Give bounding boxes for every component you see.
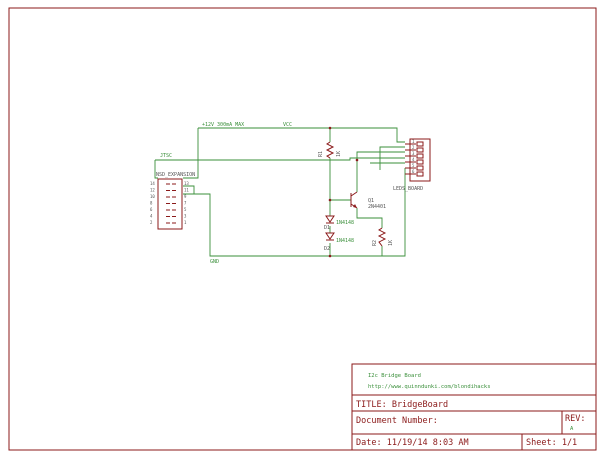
r2-name: R2 xyxy=(372,240,378,246)
header-right-pin-number: 5 xyxy=(412,163,415,168)
junction xyxy=(355,158,359,162)
header-right-body xyxy=(409,138,431,182)
title-block-frame xyxy=(351,363,597,451)
resistor-r1-symbol xyxy=(325,141,335,159)
header-left-pin-number: 1 xyxy=(184,220,187,225)
wire-q1-emitter xyxy=(356,208,383,228)
header-right-pin-box xyxy=(416,147,424,153)
d1-value: 1N4148 xyxy=(336,220,354,226)
sheet-frame xyxy=(8,7,597,451)
header-right-pin-box xyxy=(416,159,424,165)
diode-d1: 1N4148 D1 xyxy=(324,215,354,231)
header-right-pin-box xyxy=(416,171,424,177)
header-right-pin-number: 4 xyxy=(412,157,415,162)
header-left-pin-number: 13 xyxy=(184,181,189,186)
wires xyxy=(154,126,406,258)
project-name: I2c Bridge Board xyxy=(368,373,421,379)
title-block: I2c Bridge Board http://www.quinndunki.c… xyxy=(351,363,597,451)
resistor-r2: R2 1K xyxy=(372,227,394,247)
r1-value: 1K xyxy=(336,151,342,157)
net-label-vcc: VCC xyxy=(283,122,292,128)
header-right-pin-number: 6 xyxy=(412,169,415,174)
d1-triangle xyxy=(325,215,335,223)
header-right-pin-box xyxy=(416,141,424,147)
diode-d2: 1N4148 D2 xyxy=(324,232,354,252)
transistor-q1: Q1 2N4401 xyxy=(350,191,386,210)
net-label-jtsc: JTSC xyxy=(160,153,172,159)
q1-name: Q1 xyxy=(368,198,374,204)
net-label-gnd: GND xyxy=(210,259,219,265)
project-url: http://www.quinndunki.com/blondihacks xyxy=(368,384,491,390)
header-right-pin-number: 1 xyxy=(412,139,415,144)
wire-q1-collector xyxy=(356,151,405,192)
header-right-pin-box xyxy=(416,153,424,159)
sheet-date: Date: 11/19/14 8:03 AM xyxy=(356,438,469,448)
resistor-r1: R1 1K xyxy=(318,141,342,159)
q1-value: 2N4401 xyxy=(368,204,386,210)
sheet-number: Sheet: 1/1 xyxy=(526,438,577,448)
d2-value: 1N4148 xyxy=(336,238,354,244)
wire-jtsc-drop xyxy=(154,160,158,179)
header-right-pin-number: 2 xyxy=(412,145,415,150)
r2-value: 1K xyxy=(388,240,394,246)
header-left-pin-number: 4 xyxy=(150,214,153,219)
header-left-pin-number: 12 xyxy=(150,188,155,193)
header-left-pin-number: 5 xyxy=(184,207,187,212)
header-left-pin-number: 11 xyxy=(184,188,189,193)
header-left-pin-number: 8 xyxy=(150,201,153,206)
header-left-pin-number: 7 xyxy=(184,201,187,206)
header-right-pin-number: 3 xyxy=(412,151,415,156)
header-left-pin-number: 9 xyxy=(184,194,187,199)
d1-name: D1 xyxy=(324,225,330,231)
header-left-body xyxy=(157,178,183,230)
net-label-power: +12V 300mA MAX xyxy=(202,122,244,128)
wire-12v-bus xyxy=(198,127,405,143)
header-left-pin-number: 14 xyxy=(150,181,155,186)
rev-value: A xyxy=(570,426,574,432)
document-number: Document Number: xyxy=(356,416,438,426)
header-left-pin-number: 3 xyxy=(184,214,187,219)
header-left: NSD_EXPANSION 14 13 12 11 10 9 8 7 6 5 4 3 2 1 xyxy=(150,172,195,230)
rev-label: REV: xyxy=(565,414,585,424)
header-left-pin-number: 10 xyxy=(150,194,155,199)
resistor-r2-symbol xyxy=(377,227,387,247)
q1-arrow xyxy=(353,204,357,208)
q1-collector xyxy=(350,191,358,197)
wire-jtsc-bus xyxy=(155,157,405,161)
header-left-name: NSD_EXPANSION xyxy=(156,172,195,178)
wire-gnd-bus xyxy=(183,168,406,257)
header-right-pin-box xyxy=(416,165,424,171)
header-right-name: LEDS_BOARD xyxy=(393,186,423,192)
wire-hdr-extra xyxy=(183,185,195,194)
d2-triangle xyxy=(325,232,335,240)
wire-hdr-pin xyxy=(379,146,405,170)
junction xyxy=(328,254,332,258)
d2-name: D2 xyxy=(324,246,330,252)
junction xyxy=(328,198,332,202)
r1-name: R1 xyxy=(318,151,324,157)
sheet-title: TITLE: BridgeBoard xyxy=(356,400,448,410)
wire-12v-drop xyxy=(183,128,199,179)
header-left-pin-number: 6 xyxy=(150,207,153,212)
header-left-pin-number: 2 xyxy=(150,220,153,225)
junction xyxy=(328,126,332,130)
